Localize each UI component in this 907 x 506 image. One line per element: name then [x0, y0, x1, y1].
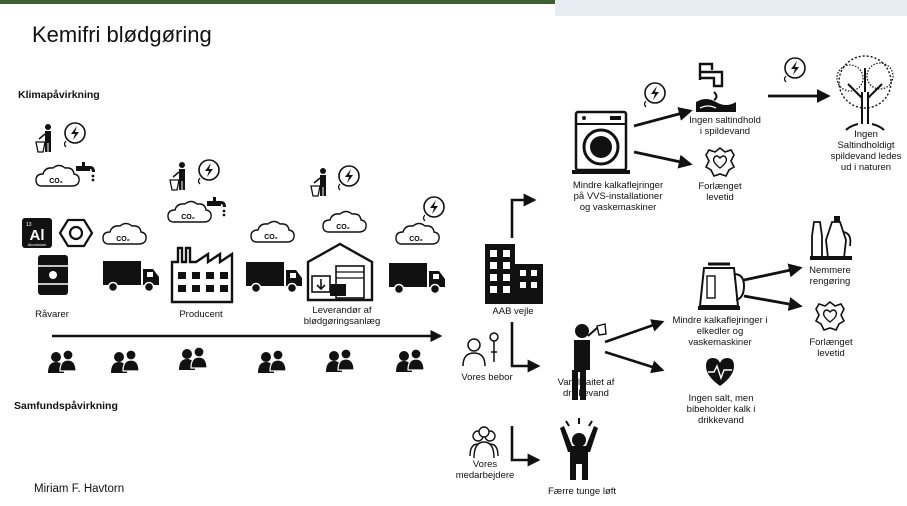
branch-down-arrow: [510, 322, 541, 373]
co2-cloud-icon: [167, 200, 212, 223]
resident-icon: [462, 332, 499, 367]
barrel-icon: [38, 255, 68, 295]
people-icon: [257, 349, 287, 374]
heart-hand-icon: [704, 146, 736, 177]
staff-icon: [469, 426, 499, 459]
truck-icon: [388, 262, 446, 295]
drain-pipe-icon: [696, 62, 736, 112]
drinking-person-icon: [572, 323, 607, 400]
svg-text:13: 13: [26, 222, 32, 228]
bolt-icon: [197, 159, 220, 185]
bolt-icon: [337, 165, 360, 191]
cleaning-icon: [810, 216, 852, 260]
bolt-icon: [643, 82, 666, 108]
to-cleaning-arrow: [743, 263, 803, 282]
people-icon: [325, 348, 355, 373]
aluminium-icon: Al 13 Aluminium: [22, 218, 52, 248]
branch-up-arrow: [510, 193, 537, 238]
to-health-arrow: [604, 350, 665, 374]
svg-text:Al: Al: [30, 227, 45, 244]
washing-machine-icon: [572, 110, 630, 174]
society-heading: Samfundspåvirkning: [14, 400, 118, 412]
bolt-icon: [63, 122, 86, 148]
trash-icon: [310, 167, 327, 197]
customer-label: AAB vejle: [492, 306, 534, 317]
co2-cloud-icon: [395, 222, 440, 245]
building-icon: [485, 244, 543, 304]
people-icon: [395, 348, 425, 373]
warehouse-icon: [306, 242, 374, 302]
heart-hand-icon: [814, 300, 846, 331]
climate-heading: Klimapåvirkning: [18, 89, 100, 101]
svg-text:Aluminium: Aluminium: [28, 242, 47, 247]
people-icon: [47, 349, 77, 374]
raw-materials-label: Råvarer: [35, 309, 69, 320]
to-longer-life-arrow: [633, 150, 693, 169]
fewer-lifts-label: Færre tunge løft: [547, 486, 617, 497]
co2-cloud-icon: [250, 220, 295, 243]
nut-icon: [58, 218, 94, 248]
producer-label: Producent: [179, 309, 223, 320]
trash-icon: [169, 161, 186, 191]
to-kettle-arrow: [604, 319, 665, 344]
heart-pulse-icon: [706, 358, 734, 386]
page-title: Kemifri blødgøring: [32, 22, 212, 47]
people-icon: [178, 346, 208, 371]
top-strip: [555, 0, 907, 16]
happy-person-icon: [560, 418, 598, 480]
truck-icon: [245, 261, 303, 294]
factory-icon: [170, 246, 234, 304]
bolt-icon: [783, 57, 806, 83]
to-longer-life-arrow: [743, 294, 803, 311]
co2-cloud-icon: [35, 164, 80, 187]
co2-cloud-icon: [322, 210, 367, 233]
people-icon: [110, 349, 140, 374]
co2-cloud-icon: [102, 222, 147, 245]
trash-icon: [35, 123, 52, 153]
top-border: [0, 0, 907, 4]
to-salt-arrow: [633, 107, 693, 128]
tree-icon: [836, 55, 894, 131]
bolt-icon: [422, 196, 445, 222]
resident-label: Vores bebor: [461, 372, 513, 383]
branch-staff-arrow: [510, 426, 541, 467]
author-credit: Miriam F. Havtorn: [34, 483, 125, 495]
truck-icon: [102, 260, 160, 293]
kettle-icon: [698, 262, 746, 310]
